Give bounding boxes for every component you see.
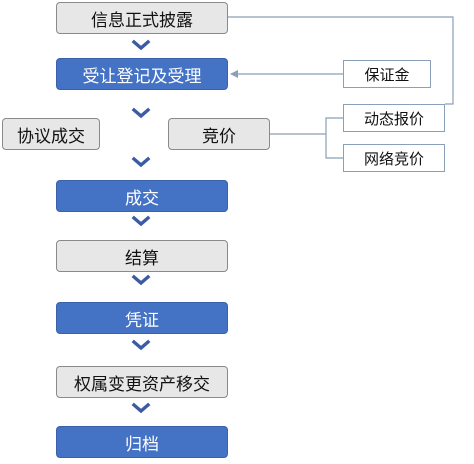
- bidding-branch-down: [325, 134, 343, 159]
- step-archive: 归档: [56, 426, 228, 458]
- step-registration: 受让登记及受理: [56, 58, 228, 90]
- step-settlement: 结算: [56, 240, 228, 272]
- chevron-icon: [131, 402, 151, 414]
- chevron-icon: [131, 156, 151, 168]
- flow-chevrons: [131, 39, 151, 414]
- side-deposit: 保证金: [343, 60, 431, 88]
- step-deal: 成交: [56, 180, 228, 212]
- chevron-icon: [131, 339, 151, 351]
- side-online-bidding: 网络竞价: [343, 144, 445, 172]
- disclosure-to-dynamic-line: [228, 16, 454, 105]
- step-ownership-transfer: 权属变更资产移交: [56, 366, 228, 398]
- branch-bidding: 竞价: [168, 118, 270, 150]
- step-disclosure: 信息正式披露: [56, 2, 228, 34]
- step-certificate: 凭证: [56, 302, 228, 334]
- side-dynamic-quote: 动态报价: [343, 104, 445, 132]
- bidding-branch-up: [325, 117, 343, 134]
- chevron-icon: [131, 39, 151, 51]
- branch-agreement: 协议成交: [2, 118, 100, 150]
- chevron-icon: [131, 107, 151, 119]
- chevron-icon: [131, 274, 151, 286]
- chevron-icon: [131, 215, 151, 227]
